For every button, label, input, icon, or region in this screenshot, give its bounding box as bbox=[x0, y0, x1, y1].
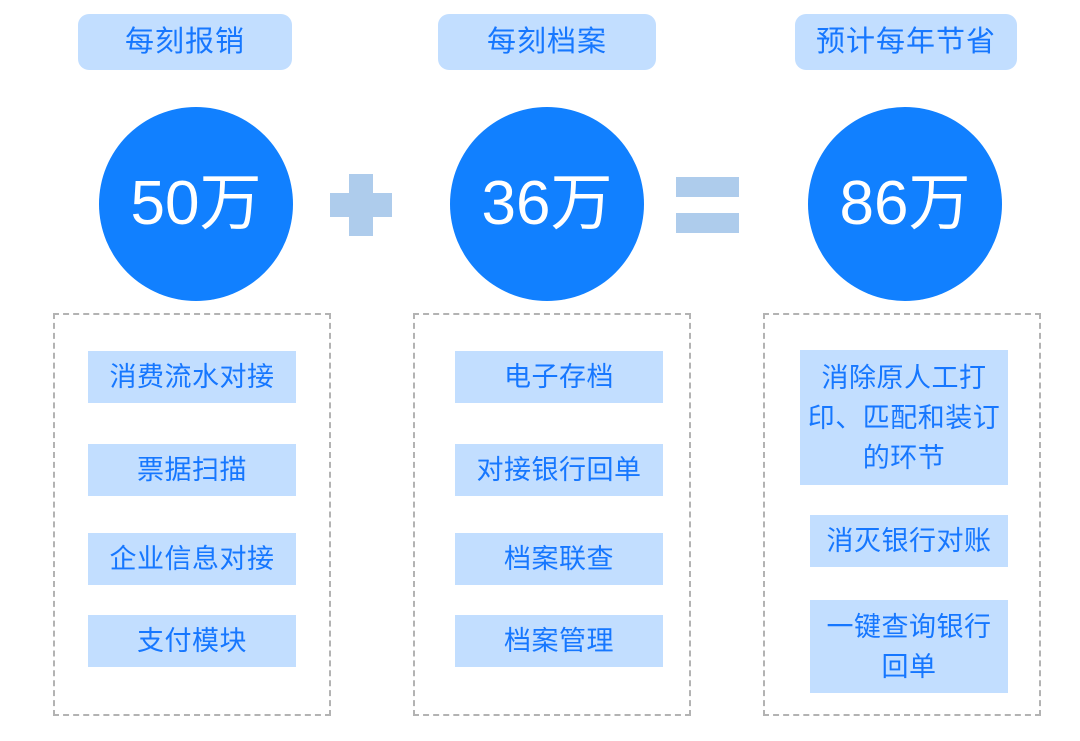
feature-chip[interactable]: 电子存档 bbox=[455, 351, 663, 403]
feature-chip[interactable]: 档案管理 bbox=[455, 615, 663, 667]
feature-chip[interactable]: 一键查询银行回单 bbox=[810, 600, 1008, 693]
feature-group-box-3 bbox=[763, 313, 1041, 716]
equals-operator-icon bbox=[676, 177, 739, 233]
feature-group-box-1 bbox=[53, 313, 331, 716]
equals-bottom-bar bbox=[676, 213, 739, 233]
column-header-pill-3: 预计每年节省 bbox=[795, 14, 1017, 70]
feature-chip[interactable]: 消除原人工打印、匹配和装订的环节 bbox=[800, 350, 1008, 485]
feature-chip[interactable]: 对接银行回单 bbox=[455, 444, 663, 496]
feature-chip[interactable]: 票据扫描 bbox=[88, 444, 296, 496]
equals-top-bar bbox=[676, 177, 739, 197]
column-header-pill-1: 每刻报销 bbox=[78, 14, 292, 70]
plus-operator-icon bbox=[330, 174, 392, 236]
feature-group-box-2 bbox=[413, 313, 691, 716]
feature-chip[interactable]: 消灭银行对账 bbox=[810, 515, 1008, 567]
metric-circle-2: 36万 bbox=[450, 107, 644, 301]
metric-circle-3: 86万 bbox=[808, 107, 1002, 301]
feature-chip[interactable]: 消费流水对接 bbox=[88, 351, 296, 403]
feature-chip[interactable]: 企业信息对接 bbox=[88, 533, 296, 585]
feature-chip[interactable]: 支付模块 bbox=[88, 615, 296, 667]
feature-chip[interactable]: 档案联查 bbox=[455, 533, 663, 585]
column-header-pill-2: 每刻档案 bbox=[438, 14, 656, 70]
metric-circle-1: 50万 bbox=[99, 107, 293, 301]
plus-vertical-bar bbox=[349, 174, 373, 236]
